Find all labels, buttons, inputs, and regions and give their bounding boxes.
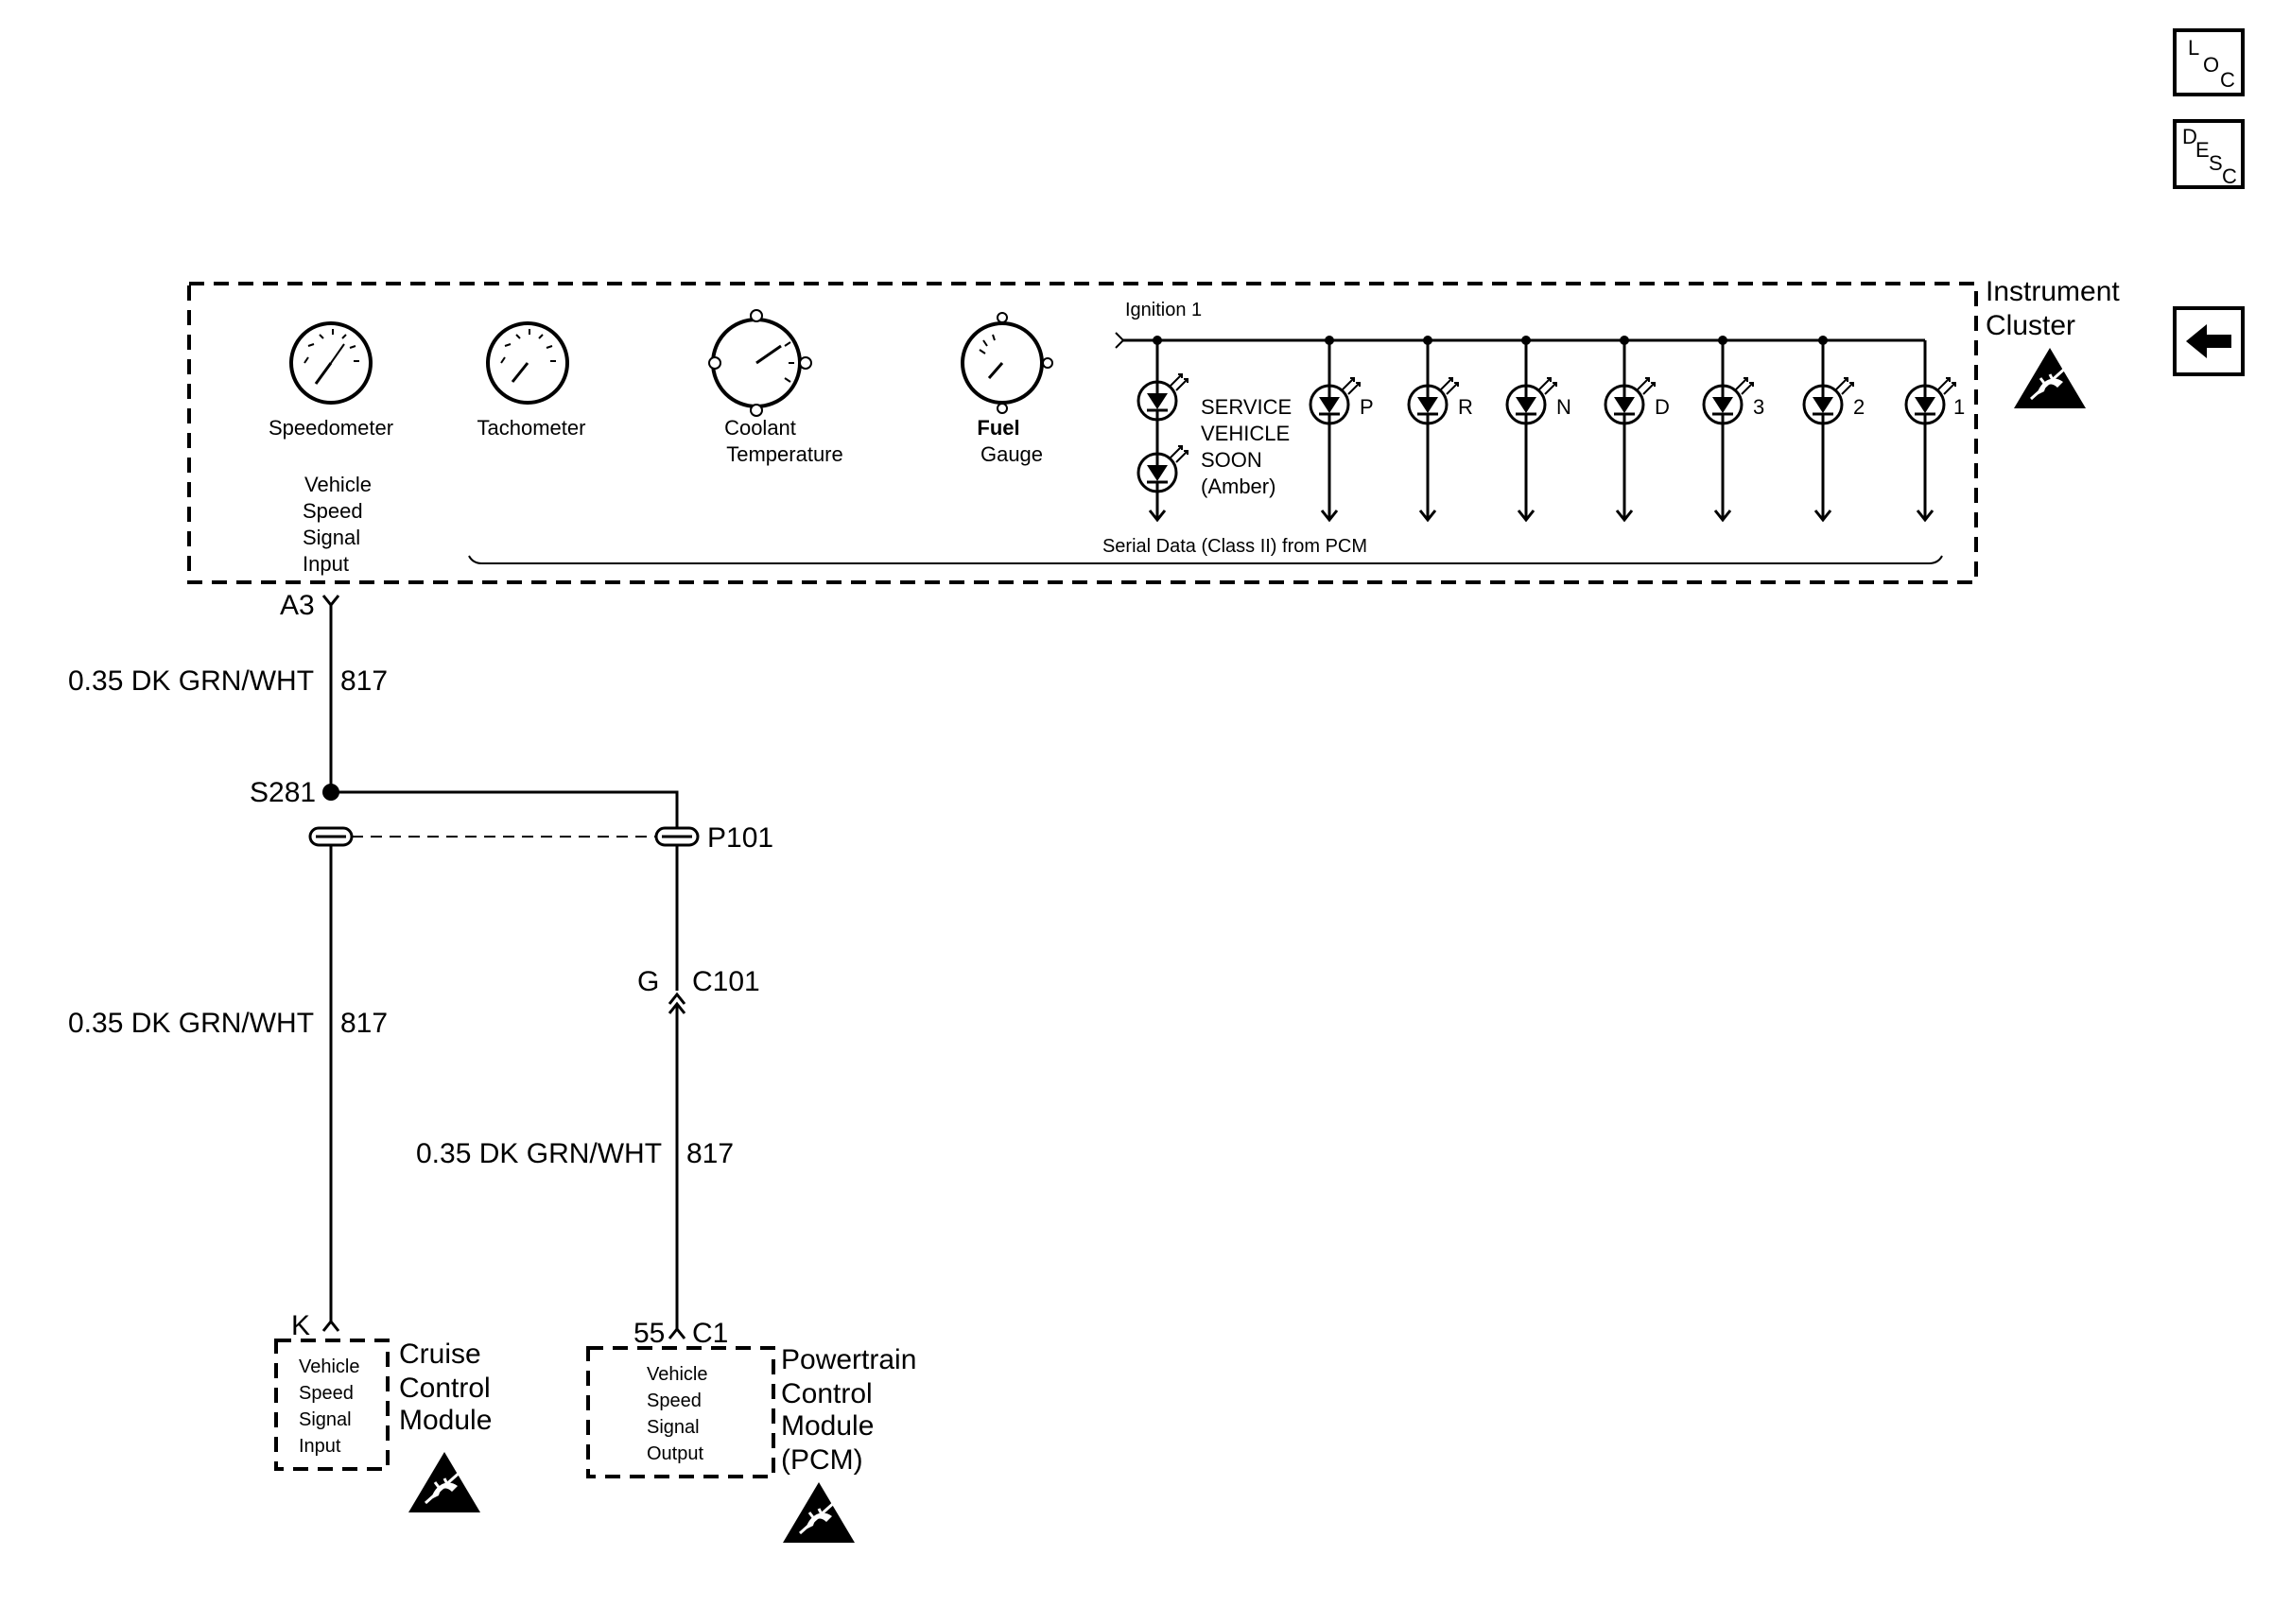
pcm-inner-2: Speed (647, 1391, 702, 1411)
instrument-cluster-title-1: Instrument (1986, 276, 2120, 307)
loc-letter-l: L (2188, 36, 2199, 60)
cruise-control-module-box (274, 1339, 390, 1471)
cruise-name-1: Cruise (399, 1339, 481, 1370)
service-label-1: SERVICE (1201, 395, 1292, 419)
pass-through-p101-label: P101 (707, 822, 773, 854)
vss-input-label-4: Input (303, 552, 349, 576)
service-label-3: SOON (1201, 448, 1262, 472)
tachometer-gauge (486, 321, 569, 405)
prndl-indicator-d (1604, 336, 1657, 522)
c101-label: C101 (692, 966, 760, 997)
desc-letter-d: D (2182, 125, 2197, 148)
pcm-esd-icon (781, 1480, 857, 1545)
prndl-indicator-r (1407, 336, 1460, 522)
serial-data-label: Serial Data (Class II) from PCM (1102, 536, 1367, 557)
c101-pin-g-label: G (637, 966, 659, 997)
prndl-indicator-1 (1904, 340, 1957, 522)
cruise-inner-3: Signal (299, 1409, 352, 1430)
loc-letter-o: O (2203, 53, 2219, 77)
pcm-box (586, 1346, 775, 1478)
prndl-label-n: N (1556, 395, 1571, 419)
pcm-inner-4: Output (647, 1443, 703, 1464)
cruise-inner-2: Speed (299, 1383, 354, 1404)
pass-through-right (654, 826, 700, 847)
pcm-name-4: (PCM) (781, 1444, 863, 1476)
wire2-number: 817 (340, 1008, 388, 1039)
vss-input-label-1: Vehicle (304, 473, 372, 496)
wire1-label: 0.35 DK GRN/WHT (68, 665, 314, 697)
tachometer-label: Tachometer (477, 416, 586, 440)
speedometer-label: Speedometer (269, 416, 393, 440)
prndl-label-3: 3 (1753, 395, 1764, 419)
fuel-gauge (961, 312, 1053, 414)
prndl-label-2: 2 (1853, 395, 1865, 419)
fuel-label-1: Fuel (977, 416, 1019, 440)
wire2-label: 0.35 DK GRN/WHT (68, 1008, 314, 1039)
wire3-number: 817 (686, 1138, 734, 1169)
prndl-indicator-p (1309, 336, 1362, 522)
desc-letter-c: C (2222, 164, 2237, 188)
wire1-number: 817 (340, 665, 388, 697)
splice-s281-label: S281 (250, 777, 316, 808)
cruise-name-2: Control (399, 1373, 491, 1404)
pcm-connector-c1-label: C1 (692, 1318, 728, 1349)
service-vehicle-soon-indicator (1136, 336, 1189, 522)
coolant-label-1: Coolant (724, 416, 796, 440)
serial-data-bracket (468, 555, 1943, 564)
prndl-indicator-3 (1702, 336, 1755, 522)
cruise-inner-1: Vehicle (299, 1356, 360, 1377)
pcm-inner-3: Signal (647, 1417, 700, 1438)
desc-letter-s: S (2209, 151, 2223, 175)
cruise-esd-icon (407, 1450, 482, 1514)
cruise-inner-4: Input (299, 1436, 341, 1457)
pcm-pin-55-label: 55 (633, 1318, 665, 1349)
pass-through-left (308, 826, 354, 847)
esd-sensitive-icon (2012, 346, 2088, 410)
cruise-pin-k-label: K (291, 1310, 310, 1341)
vss-input-label-3: Signal (303, 526, 360, 549)
pcm-name-2: Control (781, 1378, 873, 1409)
loc-button[interactable]: L O C (2173, 28, 2245, 96)
fuel-label-2: Gauge (980, 442, 1043, 466)
cruise-name-3: Module (399, 1405, 492, 1436)
service-label-4: (Amber) (1201, 475, 1275, 498)
back-button[interactable] (2173, 306, 2245, 376)
service-label-2: VEHICLE (1201, 422, 1290, 445)
prndl-indicator-n (1505, 336, 1558, 522)
prndl-label-p: P (1360, 395, 1374, 419)
desc-button[interactable]: D E S C (2173, 119, 2245, 189)
wire3-label: 0.35 DK GRN/WHT (416, 1138, 662, 1169)
left-arrow-icon (2186, 324, 2231, 358)
loc-letter-c: C (2220, 68, 2235, 92)
wire-817-branch (331, 790, 679, 830)
desc-letter-e: E (2195, 138, 2210, 162)
instrument-cluster-title-2: Cluster (1986, 310, 2075, 341)
speedometer-gauge (289, 321, 373, 405)
prndl-label-d: D (1655, 395, 1670, 419)
prndl-label-1: 1 (1953, 395, 1965, 419)
pcm-name-3: Module (781, 1410, 874, 1442)
vss-input-label-2: Speed (303, 499, 363, 523)
prndl-indicator-2 (1802, 336, 1855, 522)
ignition-label: Ignition 1 (1125, 300, 1202, 320)
pcm-name-1: Powertrain (781, 1344, 916, 1375)
instrument-cluster-boundary (187, 282, 1978, 584)
coolant-label-2: Temperature (726, 442, 843, 466)
coolant-temperature-gauge (708, 309, 812, 417)
connector-a3-label: A3 (280, 590, 315, 621)
prndl-label-r: R (1458, 395, 1473, 419)
pcm-inner-1: Vehicle (647, 1364, 708, 1385)
